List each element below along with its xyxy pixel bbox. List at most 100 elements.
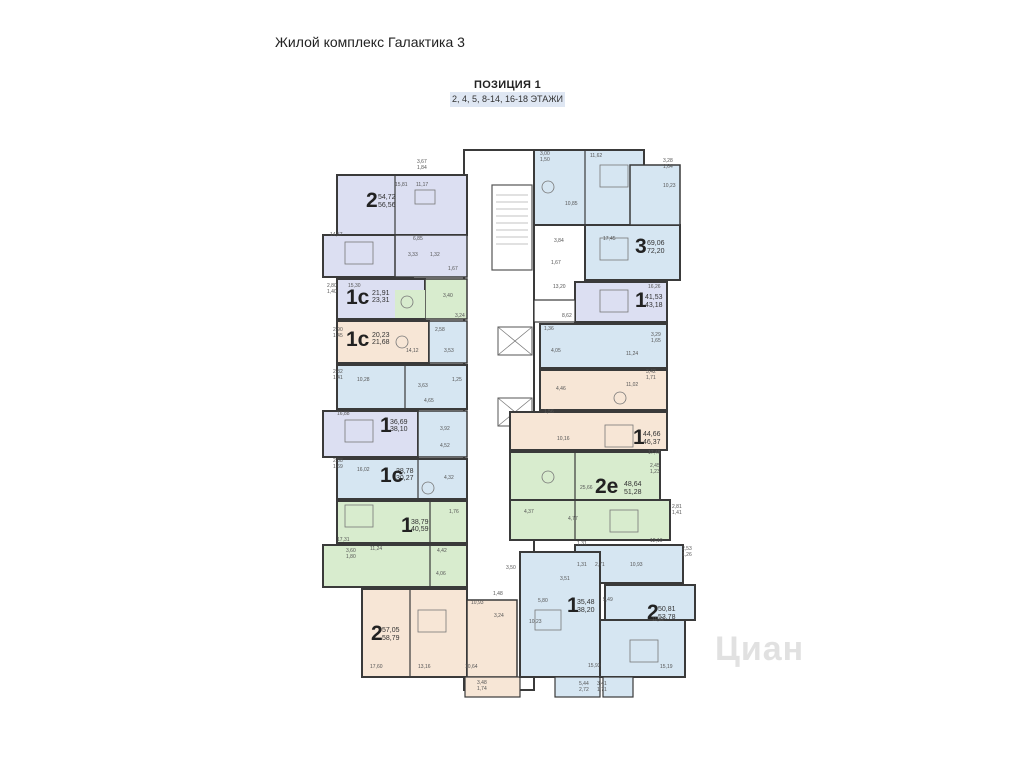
furniture <box>344 164 659 663</box>
room-area-label: 1,65 <box>651 338 661 344</box>
room-area-label: 3,53 <box>444 348 454 354</box>
room-area-label: 5,49 <box>603 597 613 603</box>
room-area-label: 12,10 <box>650 538 663 544</box>
apartment-R8[interactable] <box>599 584 696 698</box>
room-area-label: 2,82 <box>333 369 343 375</box>
room-area-label: 10,28 <box>357 377 370 383</box>
room-area-label: 4,37 <box>524 509 534 515</box>
room-area-label: 14,12 <box>406 348 419 354</box>
apartment-R5[interactable] <box>509 451 671 541</box>
apartment-R2[interactable] <box>533 281 668 323</box>
room-area-label: 16,02 <box>357 467 370 473</box>
apartment-L3[interactable] <box>336 320 468 364</box>
room-area-label: 10,23 <box>663 183 676 189</box>
room-area-label: 16,26 <box>648 284 661 290</box>
room-area-label: 11,62 <box>590 153 602 159</box>
room-area-label: 11,24 <box>370 546 382 552</box>
apt-R7-rooms: 1 <box>567 594 579 617</box>
room-area-label: 1,50 <box>540 157 550 163</box>
apartment-L6[interactable] <box>336 458 468 500</box>
apt-R8-area2: 53,78 <box>658 614 676 621</box>
room-area-label: 4,05 <box>551 348 561 354</box>
apt-R5-area1: 48,64 <box>624 481 642 488</box>
apt-R2-rooms: 1 <box>635 289 647 312</box>
room-area-label: 17,46 <box>648 450 661 456</box>
room-area-label: 4,52 <box>440 443 450 449</box>
room-area-label: 15,81 <box>395 182 408 188</box>
room-area-label: 8,62 <box>562 313 572 319</box>
room-area-label: 3,40 <box>443 293 453 299</box>
room-area-label: 1,23 <box>650 469 660 475</box>
apartment-L2[interactable] <box>336 278 468 320</box>
room-area-label: 10,93 <box>630 562 643 568</box>
apt-R1-rooms: 3 <box>635 235 647 258</box>
apt-L1-rooms: 2 <box>366 189 378 212</box>
apt-R7-area2: 38,20 <box>577 607 595 614</box>
room-area-label: 15,30 <box>348 283 361 289</box>
room-area-label: 3,63 <box>418 383 428 389</box>
room-area-label: 3,29 <box>651 332 661 338</box>
room-area-label: 1,76 <box>449 509 459 515</box>
apt-L7-area1: 38,79 <box>411 519 429 526</box>
room-area-label: 4,65 <box>424 398 434 404</box>
apartment-L8[interactable] <box>361 588 521 698</box>
apt-R1-area2: 72,20 <box>647 248 665 255</box>
room-area-label: 3,84 <box>554 238 564 244</box>
room-area-label: 3,48 <box>477 680 487 686</box>
apt-L5-area1: 36,69 <box>390 419 408 426</box>
room-area-label: 3,60 <box>346 548 356 554</box>
apt-L2-area2: 23,31 <box>372 297 390 304</box>
apartment-L1[interactable] <box>322 174 468 278</box>
apt-R8-rooms: 2 <box>647 601 659 624</box>
room-area-label: 3,24 <box>455 313 465 319</box>
room-area-label: 5,80 <box>538 598 548 604</box>
room-area-label: 11,17 <box>416 182 428 188</box>
room-area-label: 1,69 <box>333 464 343 470</box>
apartment-L5[interactable] <box>322 410 468 458</box>
room-area-label: 17,31 <box>337 537 350 543</box>
apartment-L7[interactable] <box>322 500 468 588</box>
apartment-R3[interactable] <box>539 323 668 369</box>
room-area-label: 3,42 <box>646 369 656 375</box>
room-area-label: 3,00 <box>540 151 550 157</box>
apt-L5-area2: 38,10 <box>390 426 408 433</box>
apt-R5-area2: 51,28 <box>624 489 642 496</box>
room-area-label: 2,71 <box>595 562 605 568</box>
apartment-R7[interactable] <box>519 551 601 698</box>
room-area-label: 4,06 <box>436 571 446 577</box>
room-area-label: 1,84 <box>417 165 427 171</box>
apt-L6-rooms: 1с <box>380 464 404 487</box>
room-area-label: 2,90 <box>333 327 343 333</box>
room-area-label: 3,24 <box>494 613 504 619</box>
room-area-label: 5,44 <box>579 681 589 687</box>
room-area-label: 1,71 <box>597 687 607 693</box>
apartment-L4[interactable] <box>336 364 468 410</box>
apt-R8-area1: 50,81 <box>658 606 676 613</box>
room-area-label: 2,38 <box>333 458 343 464</box>
apt-L3-area1: 20,23 <box>372 332 390 339</box>
room-area-label: 3,51 <box>560 576 570 582</box>
room-area-label: 4,42 <box>437 548 447 554</box>
room-area-label: 16,88 <box>337 411 350 417</box>
room-area-label: 3,67 <box>417 159 427 165</box>
apt-L1-area2: 56,56 <box>378 202 396 209</box>
apartment-R4[interactable] <box>509 369 668 451</box>
room-area-label: 1,45 <box>333 333 343 339</box>
room-area-label: 1,36 <box>544 326 554 332</box>
apt-L7-area2: 40,59 <box>411 526 429 533</box>
room-area-label: 1,41 <box>672 510 682 516</box>
room-area-label: 3,92 <box>440 426 450 432</box>
room-area-label: 2,81 <box>672 504 682 510</box>
room-area-label: 3,33 <box>408 252 418 258</box>
room-area-label: 2,45 <box>650 463 660 469</box>
apt-R4-rooms: 1 <box>633 426 645 449</box>
room-area-label: 3,28 <box>663 158 673 164</box>
room-area-label: 4,46 <box>556 386 566 392</box>
apt-L2-area1: 21,91 <box>372 290 390 297</box>
room-area-label: 10,93 <box>471 600 484 606</box>
apartment-R1[interactable] <box>533 149 681 281</box>
room-area-label: 1,31 <box>577 562 587 568</box>
room-area-label: 1,48 <box>493 591 503 597</box>
